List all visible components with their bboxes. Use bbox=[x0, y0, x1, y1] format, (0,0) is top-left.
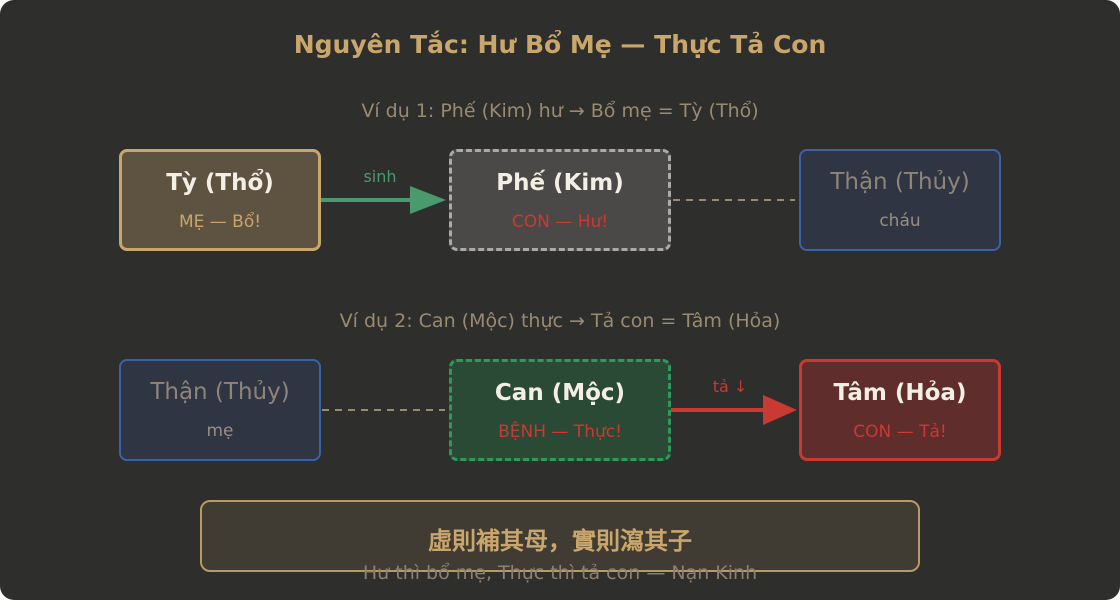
node-role: MẸ — Bổ! bbox=[178, 212, 262, 232]
node-name: Tỳ (Thổ) bbox=[166, 170, 274, 196]
diagram-title: Nguyên Tắc: Hư Bổ Mẹ — Thực Tả Con bbox=[293, 30, 827, 59]
node-role: CON — Hư! bbox=[511, 212, 609, 232]
node-role: CON — Tả! bbox=[853, 422, 947, 442]
quote-chinese: 虛則補其母，實則瀉其子 bbox=[428, 527, 692, 555]
node-name: Thận (Thủy) bbox=[830, 169, 970, 195]
sinh-arrowhead bbox=[410, 186, 446, 214]
node-name: Tâm (Hỏa) bbox=[833, 380, 967, 406]
node-role: mẹ bbox=[206, 421, 234, 441]
quote-banner bbox=[200, 500, 920, 572]
node-role: BỆNH — Thực! bbox=[498, 422, 622, 442]
node-tam-hoa: Tâm (Hỏa) CON — Tả! bbox=[799, 359, 1001, 461]
ta-label: tả ↓ bbox=[712, 377, 748, 396]
node-than-thuy: Thận (Thủy) cháu bbox=[799, 149, 1001, 251]
ta-arrowhead bbox=[763, 395, 797, 425]
node-phe-kim: Phế (Kim) CON — Hư! bbox=[449, 149, 671, 251]
sinh-label: sinh bbox=[363, 167, 397, 186]
example2-heading: Ví dụ 2: Can (Mộc) thực → Tả con = Tâm (… bbox=[339, 310, 781, 332]
node-can-moc: Can (Mộc) BỆNH — Thực! bbox=[449, 359, 671, 461]
quote-translation: Hư thì bổ mẹ, Thực thì tả con — Nạn Kinh bbox=[362, 562, 758, 584]
node-role: cháu bbox=[879, 211, 921, 231]
node-name: Thận (Thủy) bbox=[150, 379, 290, 405]
node-than-thuy-2: Thận (Thủy) mẹ bbox=[119, 359, 321, 461]
node-ty-tho: Tỳ (Thổ) MẸ — Bổ! bbox=[119, 149, 321, 251]
example1-heading: Ví dụ 1: Phế (Kim) hư → Bổ mẹ = Tỳ (Thổ) bbox=[361, 100, 759, 122]
node-name: Can (Mộc) bbox=[494, 380, 626, 406]
node-name: Phế (Kim) bbox=[496, 170, 624, 196]
